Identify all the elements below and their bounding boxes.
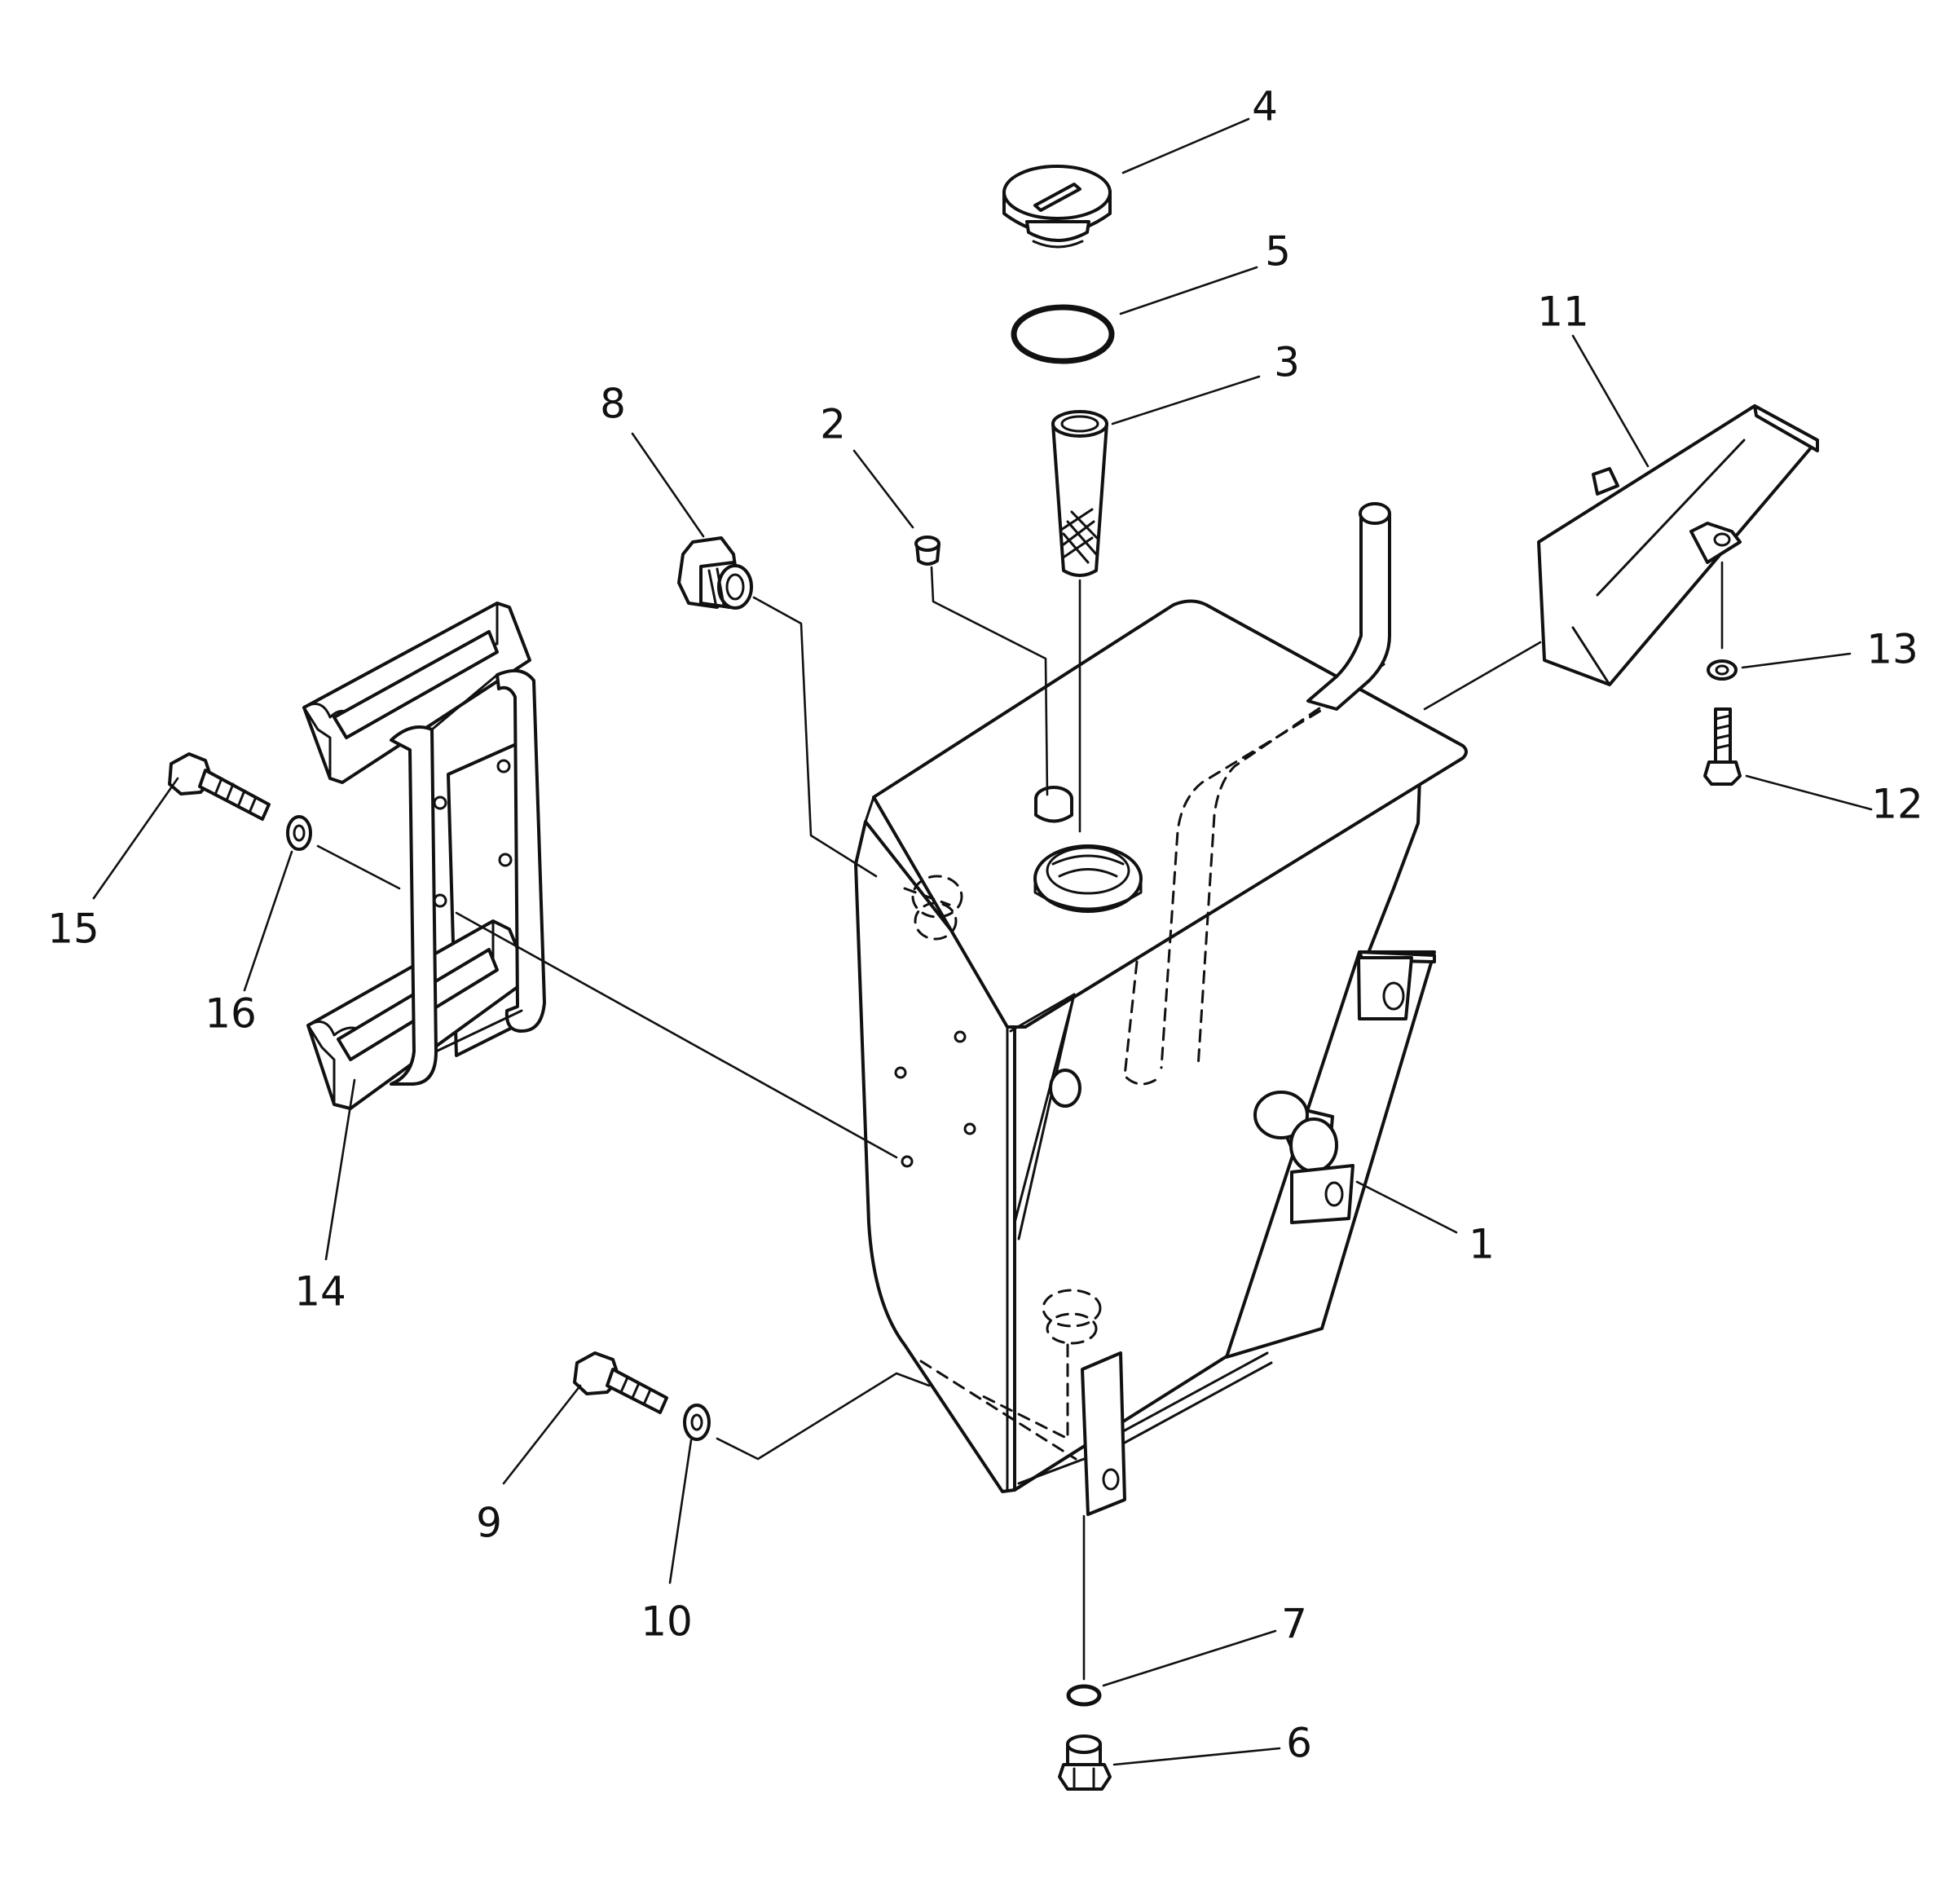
bolt-part-12 [1703,707,1742,786]
callout-4: 4 [1252,83,1278,130]
callout-2: 2 [820,401,846,448]
callout-5: 5 [1265,228,1291,275]
o-ring-part-7 [1066,1684,1102,1707]
washer-part-16 [286,815,312,851]
callout-10: 10 [641,1598,693,1646]
callout-11: 11 [1537,289,1589,336]
strainer-part-3 [1051,410,1108,577]
o-ring-part-5 [1011,304,1115,364]
bolt-part-9 [573,1351,668,1414]
small-plug-part-2 [914,536,940,566]
callout-13: 13 [1866,626,1918,673]
step-part-14 [302,602,546,1110]
bolt-part-15 [168,752,271,821]
callout-leaders [92,117,1873,1766]
callout-6: 6 [1286,1720,1312,1767]
drain-plug-part-6 [1058,1734,1112,1791]
callout-3: 3 [1274,339,1300,386]
filler-cap-part-4 [1002,165,1112,249]
washer-part-13 [1707,659,1738,681]
tank-part-1 [854,502,1468,1516]
callout-7: 7 [1281,1601,1307,1648]
callout-1: 1 [1469,1221,1495,1268]
callout-16: 16 [205,990,257,1038]
callout-15: 15 [47,906,99,953]
callout-14: 14 [294,1268,346,1316]
assembly-lines [316,561,1724,1681]
washer-part-10 [683,1404,711,1441]
cover-part-11 [1537,404,1819,686]
callout-8: 8 [600,381,626,428]
callout-labels: 4 5 3 2 8 11 13 12 1 7 6 15 16 14 9 10 [47,83,1923,1767]
callout-9: 9 [476,1500,502,1547]
callout-12: 12 [1871,781,1923,828]
fitting-part-8 [677,536,753,610]
